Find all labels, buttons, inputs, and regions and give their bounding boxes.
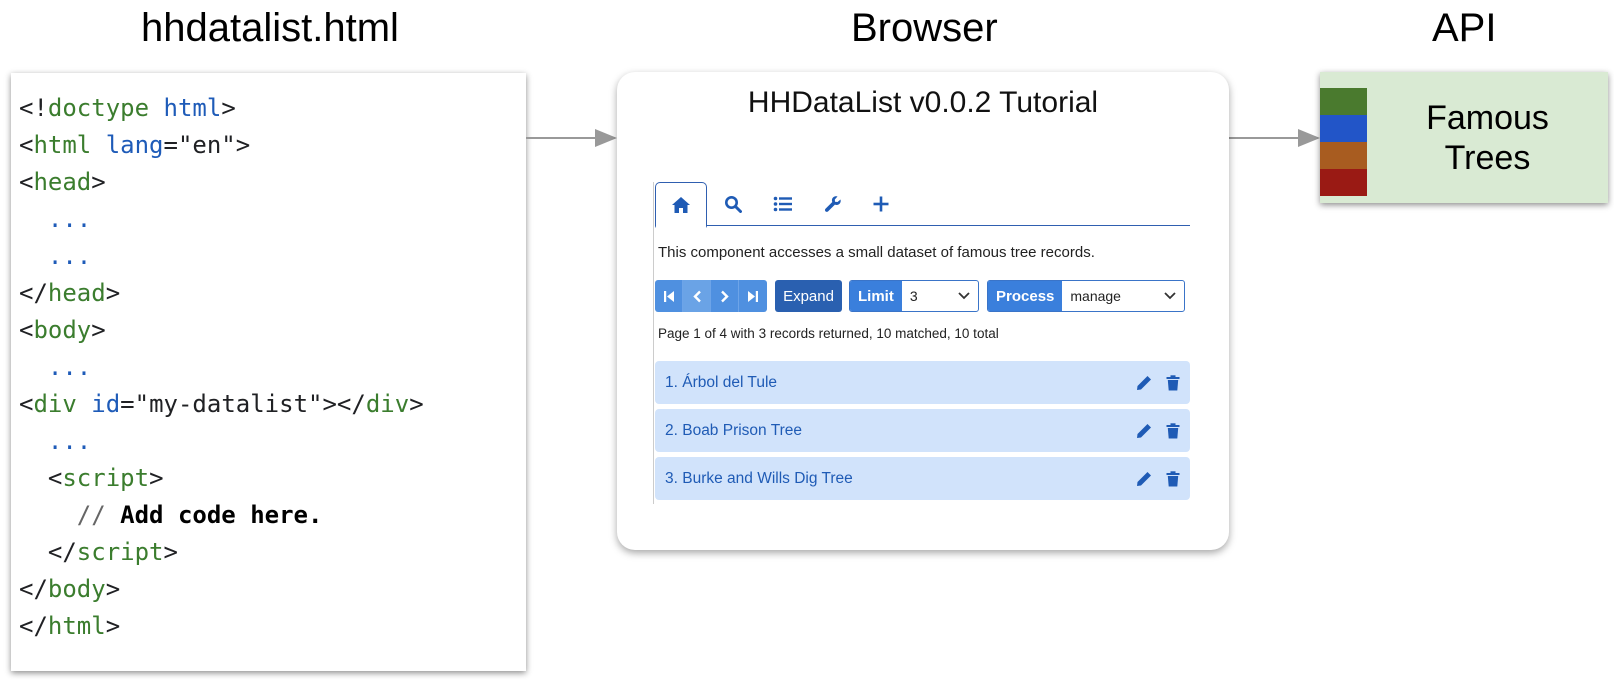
list-item[interactable]: 1. Árbol del Tule xyxy=(655,361,1190,404)
api-title-line1: Famous xyxy=(1426,99,1549,137)
edit-button[interactable] xyxy=(1136,375,1152,391)
tab-home[interactable] xyxy=(655,182,707,228)
process-label: Process xyxy=(988,281,1063,311)
record-actions xyxy=(1136,374,1180,391)
code-line-body-open: <body> xyxy=(19,316,106,344)
color-swatch-green xyxy=(1320,88,1367,115)
tab-add[interactable] xyxy=(855,182,907,226)
chevron-left-icon xyxy=(692,290,701,302)
delete-button[interactable] xyxy=(1166,374,1180,391)
first-page-icon xyxy=(663,290,674,302)
arrow-browser-to-api xyxy=(1229,129,1320,147)
tab-bar xyxy=(655,182,1190,228)
color-swatch-blue xyxy=(1320,115,1367,142)
trash-icon xyxy=(1166,470,1180,486)
edit-button[interactable] xyxy=(1136,423,1152,439)
expand-button[interactable]: Expand xyxy=(775,280,842,312)
limit-label: Limit xyxy=(850,281,902,311)
api-title-line2: Trees xyxy=(1444,139,1531,177)
list-item[interactable]: 3. Burke and Wills Dig Tree xyxy=(655,457,1190,500)
file-heading: hhdatalist.html xyxy=(141,6,399,50)
page-info: Page 1 of 4 with 3 records returned, 10 … xyxy=(658,326,999,341)
arrow-code-to-browser xyxy=(526,129,617,147)
next-page-button[interactable] xyxy=(711,280,739,312)
code-line-dots: ... xyxy=(47,353,92,381)
edit-button[interactable] xyxy=(1136,471,1152,487)
pencil-icon xyxy=(1137,423,1151,438)
process-value-field[interactable]: manage xyxy=(1062,281,1184,311)
tab-list[interactable] xyxy=(757,182,809,226)
list-icon xyxy=(773,196,792,212)
limit-select[interactable]: Limit 3 xyxy=(849,280,979,312)
pager-buttons xyxy=(655,280,767,312)
delete-button[interactable] xyxy=(1166,422,1180,439)
last-page-icon xyxy=(748,290,758,302)
record-label[interactable]: 2. Boab Prison Tree xyxy=(665,421,802,439)
code-line-doctype: <!doctype html> xyxy=(19,94,236,122)
process-select[interactable]: Process manage xyxy=(987,280,1185,312)
code-line-html-close: </html> xyxy=(19,612,121,640)
prev-page-button[interactable] xyxy=(683,280,711,312)
content-left-edge xyxy=(653,182,654,504)
code-line-head-close: </head> xyxy=(19,279,121,307)
api-heading: API xyxy=(1432,6,1497,50)
browser-panel: HHDataList v0.0.2 Tutorial This componen… xyxy=(617,72,1229,550)
limit-value: 3 xyxy=(909,288,918,304)
wrench-icon xyxy=(824,196,841,212)
trash-icon xyxy=(1166,422,1180,438)
code-line-head-open: <head> xyxy=(19,168,106,196)
code-line-script-close: </script> xyxy=(19,538,178,566)
trash-icon xyxy=(1166,374,1180,390)
record-label[interactable]: 3. Burke and Wills Dig Tree xyxy=(665,469,853,487)
api-panel: Famous Trees xyxy=(1320,72,1608,203)
code-line-comment: // Add code here. xyxy=(76,501,323,529)
plus-icon xyxy=(873,196,889,212)
code-line-body-close: </body> xyxy=(19,575,121,603)
color-swatch-red xyxy=(1320,169,1367,196)
chevron-down-icon xyxy=(1164,292,1176,300)
tab-settings[interactable] xyxy=(807,182,859,226)
first-page-button[interactable] xyxy=(655,280,683,312)
code-line-dots: ... xyxy=(47,242,92,270)
component-description: This component accesses a small dataset … xyxy=(658,244,1095,261)
code-line-html-open: <html lang="en"> xyxy=(19,131,251,159)
limit-value-field[interactable]: 3 xyxy=(902,281,978,311)
code-line-script-open: <script> xyxy=(19,464,164,492)
chevron-right-icon xyxy=(720,290,729,302)
search-icon xyxy=(725,196,742,213)
record-actions xyxy=(1136,422,1180,439)
list-item[interactable]: 2. Boab Prison Tree xyxy=(655,409,1190,452)
tab-search[interactable] xyxy=(707,182,759,226)
delete-button[interactable] xyxy=(1166,470,1180,487)
code-line-div: <div id="my-datalist"></div> xyxy=(19,390,424,418)
api-title: Famous Trees xyxy=(1367,98,1608,178)
last-page-button[interactable] xyxy=(739,280,767,312)
code-panel: <!doctype html> <html lang="en"> <head> … xyxy=(11,73,526,671)
code-line-dots: ... xyxy=(47,427,92,455)
code-line-dots: ... xyxy=(47,205,92,233)
home-icon xyxy=(672,196,690,213)
browser-title: HHDataList v0.0.2 Tutorial xyxy=(747,86,1099,119)
color-swatch-brown xyxy=(1320,142,1367,169)
pencil-icon xyxy=(1137,471,1151,486)
browser-heading: Browser xyxy=(851,6,998,50)
pencil-icon xyxy=(1137,375,1151,390)
record-label[interactable]: 1. Árbol del Tule xyxy=(665,373,778,391)
chevron-down-icon xyxy=(958,292,970,300)
record-actions xyxy=(1136,470,1180,487)
process-value: manage xyxy=(1070,288,1121,304)
